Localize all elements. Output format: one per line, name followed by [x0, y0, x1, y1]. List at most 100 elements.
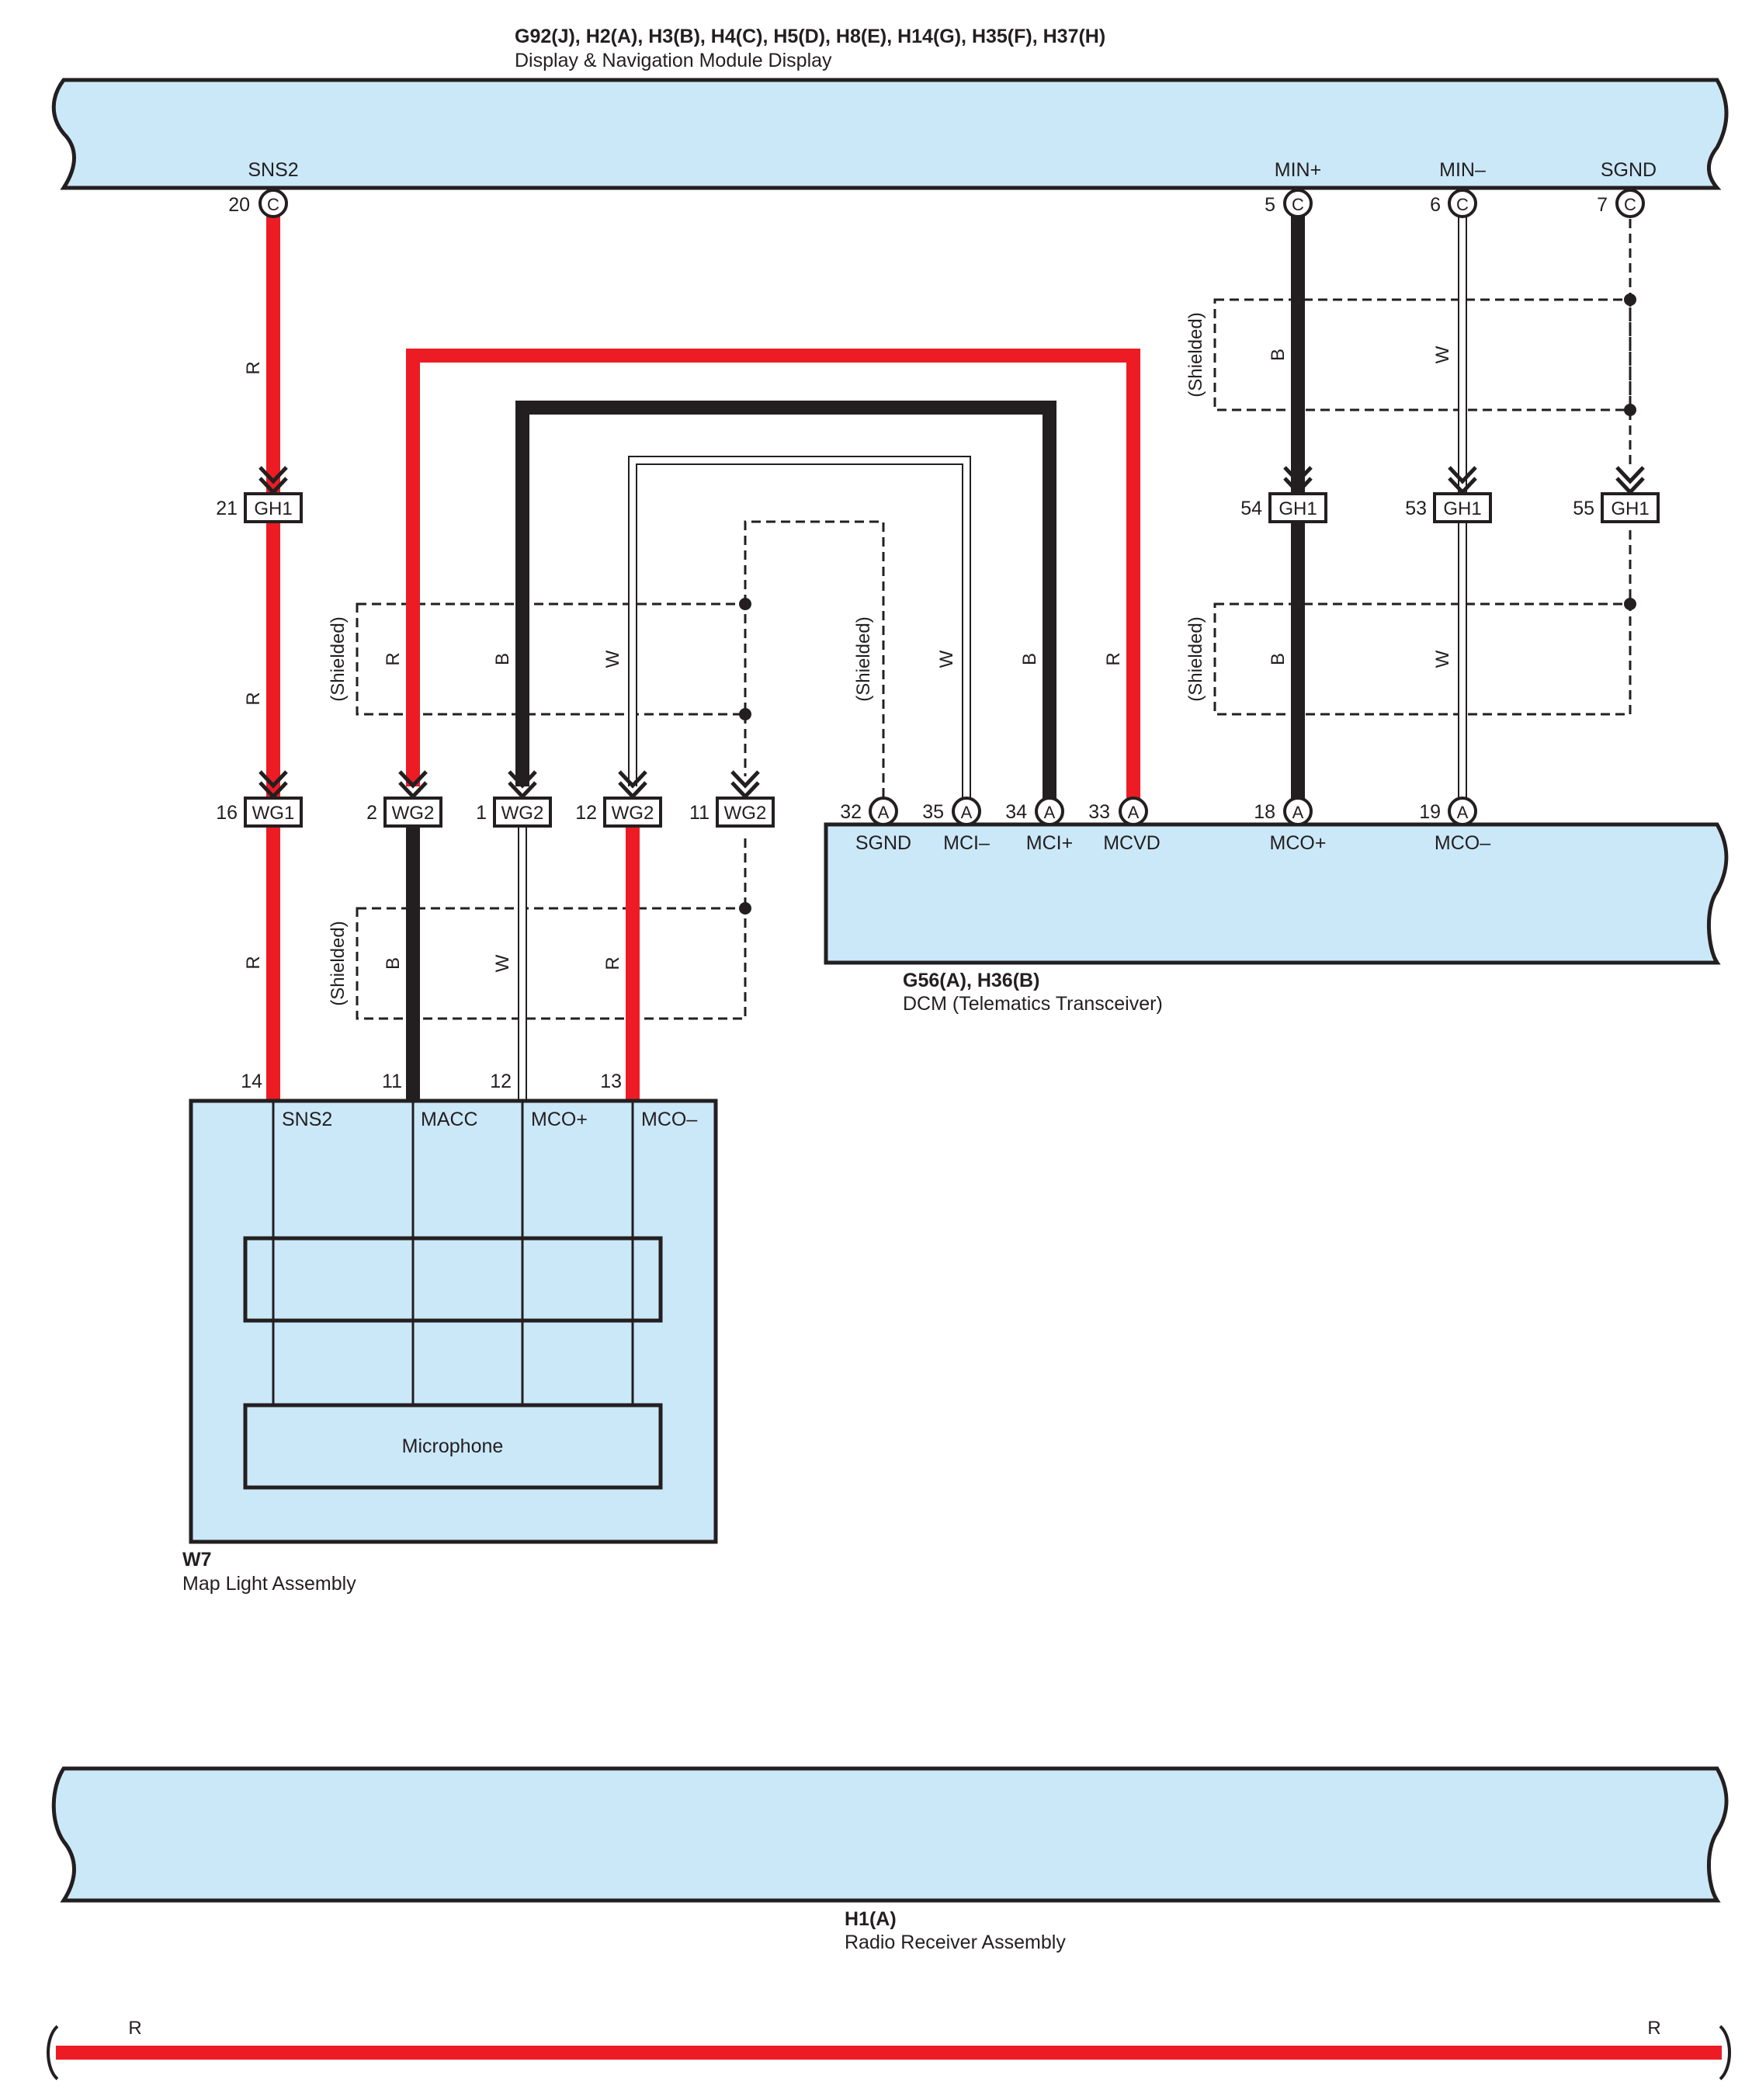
shield-label: (Shielded)	[1185, 312, 1206, 397]
connector-box	[383, 797, 442, 828]
pin-signal: MCI+	[1026, 832, 1073, 854]
gh1-connectors: GH1 21 GH1 54 GH1 53 GH1 55	[216, 492, 1660, 523]
display-module-name: Display & Navigation Module Display	[515, 50, 832, 71]
pin-num: 6	[1430, 194, 1441, 216]
wire-break-left	[47, 2025, 59, 2081]
wire-mci-minus-loop-core	[630, 457, 970, 800]
wire-color-label: W	[602, 650, 623, 668]
wire-color-label: R	[1103, 652, 1124, 665]
pin-num: 12	[490, 1071, 512, 1092]
wire-color-label: R	[243, 956, 264, 969]
pin-num: 33	[1088, 801, 1110, 823]
wire-color-label: B	[1268, 653, 1289, 665]
shield-label: (Shielded)	[853, 616, 874, 701]
pin-num: 20	[228, 194, 250, 216]
connector-label: WG2	[724, 803, 767, 824]
connector-box	[244, 797, 303, 828]
connector-label: GH1	[1443, 498, 1481, 519]
pin-circle	[1283, 189, 1313, 218]
connector-box	[716, 797, 775, 828]
connector-num: 2	[366, 802, 377, 824]
pin-conn: A	[1457, 803, 1469, 822]
pin-num: 7	[1597, 194, 1608, 216]
connector-wg2-11: WG2 11	[689, 797, 775, 828]
pin-num: 19	[1419, 801, 1441, 823]
pin-signal-sns2: SNS2	[248, 159, 298, 181]
pin-signal: MACC	[421, 1109, 478, 1130]
display-pin-20: C 20	[228, 189, 288, 218]
connector-box	[1601, 492, 1660, 523]
shields	[356, 204, 1632, 1020]
shield-label: (Shielded)	[328, 616, 349, 701]
wire-color-label: R	[1647, 2018, 1660, 2039]
pin-num: 32	[840, 801, 862, 823]
pin-num: 11	[382, 1071, 402, 1092]
map-light-internal-lines	[272, 1101, 634, 1405]
wire-mcvd-loop	[406, 349, 1140, 800]
radio-wire: R R	[47, 2018, 1731, 2081]
connector-box	[1433, 492, 1492, 523]
pin-conn: C	[267, 195, 279, 214]
display-pins: C 20 C 5 C 6 C 7	[228, 189, 1645, 218]
shield-junctions	[739, 293, 1636, 915]
connector-gh1-55: GH1 55	[1573, 492, 1660, 523]
pin-conn: A	[1044, 803, 1056, 822]
dcm-pin-35: A 35 MCI–	[922, 797, 990, 854]
radio-body	[51, 1766, 1729, 1903]
pin-signal: MCVD	[1103, 832, 1161, 854]
radio-name: Radio Receiver Assembly	[845, 1932, 1066, 1953]
display-pin-5: C 5	[1265, 189, 1313, 218]
pin-circle	[1119, 797, 1148, 826]
shield-box-bottom-left	[356, 907, 747, 1020]
connector-num: 55	[1573, 498, 1594, 519]
pin-conn: C	[1292, 195, 1304, 214]
connector-box	[493, 797, 552, 828]
pin-num: 13	[600, 1071, 622, 1092]
wire-color-label: W	[492, 954, 513, 972]
wire-mci-minus-loop	[628, 456, 971, 800]
pin-conn: A	[1128, 803, 1140, 822]
pin-circle	[258, 189, 288, 218]
dcm-pin-33: A 33 MCVD	[1088, 797, 1161, 854]
connector-label: WG1	[252, 803, 295, 824]
shield-labels: (Shielded) (Shielded) (Shielded) (Shield…	[328, 312, 1206, 1005]
wire-color-label: R	[602, 956, 623, 970]
connector-label: GH1	[1611, 498, 1649, 519]
pin-conn: C	[1624, 195, 1636, 214]
pin-signal: MCO+	[531, 1109, 588, 1130]
dcm-id: G56(A), H36(B)	[903, 970, 1039, 991]
connector-label: GH1	[254, 498, 292, 519]
connector-num: 12	[575, 802, 597, 824]
map-light-switch-block	[243, 1236, 663, 1323]
wire-color-label: B	[492, 653, 513, 665]
pin-num: 35	[922, 801, 944, 823]
connector-num: 16	[216, 802, 238, 824]
shield-box-top-right	[1213, 298, 1632, 411]
connector-wg2-2: WG2 2	[366, 797, 442, 828]
dcm-pin-18: A 18 MCO+	[1254, 797, 1326, 854]
display-pin-7: C 7	[1597, 189, 1645, 218]
shield-box-mid-right	[1213, 602, 1632, 716]
connector-box	[603, 797, 662, 828]
pin-signal: MCI–	[943, 832, 990, 854]
wire-color-label: W	[1432, 345, 1453, 363]
pin-signal-min-minus: MIN–	[1439, 159, 1486, 181]
map-light-id: W7	[182, 1549, 212, 1571]
junction-dot	[1624, 598, 1636, 610]
wire-color-label: B	[1019, 653, 1040, 665]
radio-receiver: H1(A) Radio Receiver Assembly	[51, 1766, 1729, 1953]
wire-color-label: B	[1268, 349, 1289, 361]
pin-circle	[1448, 189, 1477, 218]
connector-gh1-54: GH1 54	[1240, 492, 1327, 523]
pin-num: 14	[241, 1071, 262, 1092]
pin-num: 18	[1254, 801, 1275, 823]
wire-break-right	[1719, 2025, 1731, 2081]
pin-conn: A	[878, 803, 890, 822]
connector-label: WG2	[612, 803, 654, 824]
wire-color-label: B	[383, 957, 404, 970]
pin-circle	[1283, 797, 1313, 826]
dcm-pin-34: A 34 MCI+	[1005, 797, 1073, 854]
map-light-assembly: Microphone 14 11 12 13 SNS2 MACC MCO+ MC…	[182, 1071, 718, 1595]
pin-signal: SNS2	[282, 1109, 332, 1130]
wire-mci-plus-loop	[515, 401, 1056, 800]
